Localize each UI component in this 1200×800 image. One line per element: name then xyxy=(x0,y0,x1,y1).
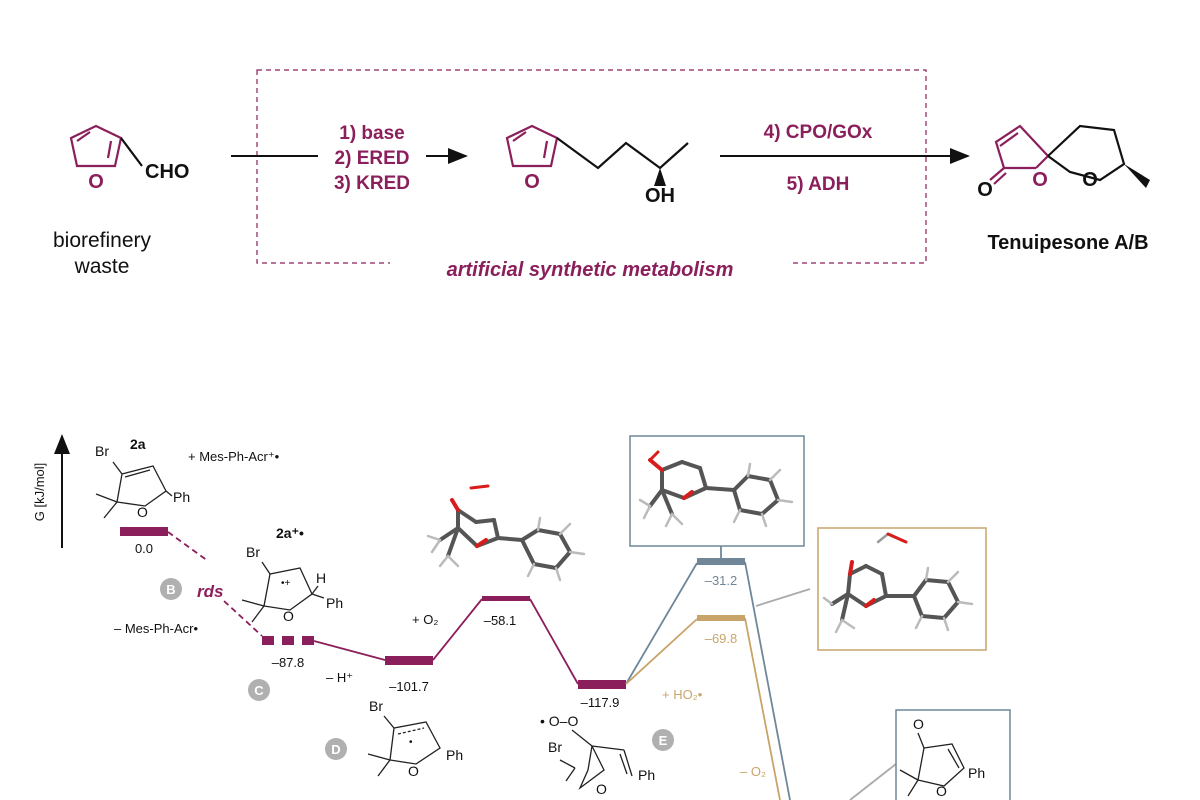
svg-text:•+: •+ xyxy=(281,578,291,589)
reagent-ered: 2) ERED xyxy=(335,148,410,169)
minus-acr: – Mes-Ph-Acr• xyxy=(114,621,198,636)
d-ph: Ph xyxy=(446,747,463,763)
product-ring-o-1: O xyxy=(1032,169,1048,191)
box-furanone-structure xyxy=(899,732,965,797)
furfural-structure xyxy=(69,124,123,168)
gold-3d-model xyxy=(822,532,974,634)
circle-b-label: B xyxy=(166,582,175,597)
minus-o2: – O₂ xyxy=(740,764,766,779)
level-2a-radcat xyxy=(262,636,314,645)
reagent-cpo: 4) CPO/GOx xyxy=(764,122,873,143)
level-TS-value: –58.1 xyxy=(484,613,517,628)
circle-b xyxy=(160,578,182,600)
label-2a: 2a xyxy=(130,436,146,452)
2a-radcat-structure xyxy=(241,561,325,623)
reagent-base: 1) base xyxy=(339,123,404,144)
e-ph: Ph xyxy=(638,767,655,783)
circle-d xyxy=(325,738,347,760)
level-radcat-value: –87.8 xyxy=(272,655,305,670)
box-o-ring: O xyxy=(936,783,947,799)
product-label: Tenuipesone A/B xyxy=(987,232,1148,254)
reagent-adh: 5) ADH xyxy=(787,174,850,195)
level-gold-value: –69.8 xyxy=(705,631,738,646)
e-o: O xyxy=(596,781,607,797)
d-br: Br xyxy=(369,698,383,714)
e-structure xyxy=(559,729,633,791)
level-gold-TS xyxy=(697,615,745,621)
start-label-2: waste xyxy=(74,255,130,278)
blue-3d-model xyxy=(638,450,794,528)
circle-d-label: D xyxy=(331,742,340,757)
minus-h: – H⁺ xyxy=(326,670,353,685)
product-carbonyl-o: O xyxy=(977,179,993,201)
d-structure xyxy=(367,715,441,777)
circle-c-label: C xyxy=(254,683,264,698)
plus-o2: + O₂ xyxy=(412,612,438,627)
rds-label: rds xyxy=(197,582,223,601)
ts-3d-model xyxy=(426,484,586,582)
level-C xyxy=(385,656,433,665)
furfural-cho: CHO xyxy=(145,161,189,183)
circle-e xyxy=(652,729,674,751)
circle-c xyxy=(248,679,270,701)
reagent-kred: 3) KRED xyxy=(334,173,410,194)
box-ph: Ph xyxy=(968,765,985,781)
metabolism-label: artificial synthetic metabolism xyxy=(447,259,734,281)
radcat-h: H xyxy=(316,570,326,586)
2a-ph: Ph xyxy=(173,489,190,505)
level-blue-value: –31.2 xyxy=(705,573,738,588)
radcat-o: O xyxy=(283,608,294,624)
y-axis-label: G [kJ/mol] xyxy=(32,463,47,522)
level-E xyxy=(578,680,626,689)
label-2a-radcat: 2a⁺• xyxy=(276,525,304,541)
2a-o: O xyxy=(137,504,148,520)
level-TS-O2 xyxy=(482,596,530,601)
radcat-ph: Ph xyxy=(326,595,343,611)
level-C-value: –101.7 xyxy=(389,679,429,694)
2a-structure xyxy=(95,461,173,519)
start-label-1: biorefinery xyxy=(53,229,152,252)
plus-ho2: + HO₂• xyxy=(662,687,703,702)
box-o-top: O xyxy=(913,716,924,732)
tenuipesone-structure xyxy=(989,124,1126,185)
level-2a-value: 0.0 xyxy=(135,541,153,556)
d-o: O xyxy=(408,763,419,779)
svg-text:•: • xyxy=(409,737,413,748)
2a-br: Br xyxy=(95,443,109,459)
level-blue-TS xyxy=(697,558,745,565)
gold-3d-box xyxy=(817,527,987,651)
radcat-br: Br xyxy=(246,544,260,560)
level-2a xyxy=(120,527,168,536)
radical-oo: • O–O xyxy=(540,713,578,729)
product-ring-o-2: O xyxy=(1082,169,1098,191)
level-E-value: –117.9 xyxy=(581,695,620,710)
alcohol-structure xyxy=(505,124,559,168)
circle-e-label: E xyxy=(659,733,668,748)
metabolism-box xyxy=(256,69,927,264)
alcohol-o: O xyxy=(524,171,540,193)
plus-acr: + Mes-Ph-Acr⁺• xyxy=(188,449,280,464)
furfural-o: O xyxy=(88,171,104,193)
alcohol-oh: OH xyxy=(645,185,675,207)
e-br: Br xyxy=(548,739,562,755)
